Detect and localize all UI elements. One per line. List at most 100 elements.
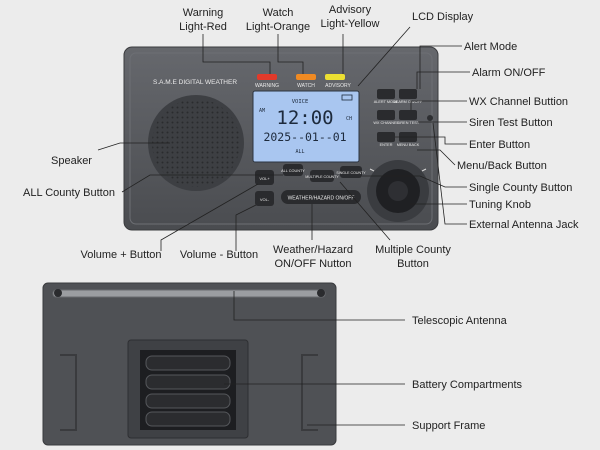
wx-hazard-label: WEATHER/HAZARD ON/OFF [288,196,355,202]
watch-leader [277,34,304,74]
speaker-grille [152,99,240,187]
alarm-button[interactable] [399,89,417,99]
antenna-jack [427,115,433,121]
siren-test-button[interactable] [399,110,417,120]
tuning-knob-center [388,181,408,201]
speaker-callout: Speaker [51,155,92,167]
all-county-button[interactable] [283,164,303,176]
advisory-light [325,74,345,80]
lcd-date: 2025--01--01 [263,130,346,144]
radio-bezel [129,52,433,225]
alarm-leader [416,71,470,89]
wx-hazard-button[interactable] [281,190,361,204]
wx-channel-button[interactable] [377,110,395,120]
alert-mode-callout: Alert Mode [464,41,517,53]
volume-minus-button[interactable] [255,191,274,206]
volume-plus-button[interactable] [255,170,274,185]
single-county-callout: Single County Button [469,182,572,194]
warning-light-label: WARNING [255,83,279,89]
siren-test-label: SIREN TEST [397,121,420,125]
telescopic-antenna [52,289,326,298]
battery-cell [145,393,231,409]
multiple-county-callout-1: Multiple County [375,244,451,256]
radio-front: S.A.M.E DIGITAL WEATHER WARNING WATCH AD… [123,46,439,231]
antenna-jack-leader [432,122,467,225]
wx-hazard-callout-2: ON/OFF Nutton [274,258,351,270]
right-buttons: ALERT MODE ALARM ON/OFF WX CHANNEL SIREN… [373,89,423,147]
volume-minus-label: VOL- [260,197,270,202]
brand-strip: S.A.M.E DIGITAL WEATHER [153,79,237,86]
warning-leader [202,34,271,74]
multiple-county-leader [339,181,391,241]
multiple-county-label: MULTIPLE COUNTY [305,175,339,179]
watch-light-label: WATCH [297,83,315,89]
volume-plus-leader [160,183,259,251]
tuning-arrows-icon [369,168,427,172]
tuning-knob[interactable] [367,160,429,222]
lcd-am: AM [259,108,265,114]
support-frame-left [60,354,77,431]
wx-channel-callout: WX Channel Buttion [469,96,568,108]
warning-light [257,74,277,80]
watch-callout-2: Light-Orange [246,21,310,33]
single-county-leader [362,175,467,188]
lcd-ch: CH [346,116,352,122]
all-county-label: ALL COUNTY [281,169,305,173]
volume-minus-leader [235,204,257,251]
watch-callout-1: Watch [263,7,294,19]
antenna-callout: Telescopic Antenna [412,315,508,327]
all-county-leader [121,174,283,193]
lcd-leader [357,26,411,87]
siren-callout: Siren Test Button [469,117,553,129]
warning-callout-2: Light-Red [179,21,227,33]
antenna-jack-callout: External Antenna Jack [469,219,579,231]
lcd-all: ALL [295,149,304,155]
alert-mode-leader [419,45,462,89]
volume-plus-label: VOL+ [259,176,270,181]
single-county-button[interactable] [340,166,362,178]
lcd-display: VOICE AM 12:00 CH 2025--01--01 ALL [252,90,360,163]
battery-indicator-icon [341,94,353,101]
warning-callout-1: Warning [183,7,224,19]
alarm-callout: Alarm ON/OFF [472,67,546,79]
lcd-voice: VOICE [292,99,309,105]
lcd-time: 12:00 [276,107,333,129]
tuning-callout: Tuning Knob [469,199,531,211]
radio-back [42,282,337,446]
antenna-pivot-right [317,289,325,297]
enter-button[interactable] [377,132,395,142]
alert-mode-label: ALERT MODE [374,100,399,104]
battery-cell [145,355,231,371]
speaker-leader [97,142,170,151]
multiple-county-button[interactable] [310,170,334,182]
callout-lines [97,26,470,251]
antenna-pivot-left [54,289,62,297]
callout-labels: Warning Light-Red Watch Light-Orange Adv… [23,4,579,270]
alert-mode-button[interactable] [377,89,395,99]
lcd-screen [252,90,360,163]
menu-back-callout: Menu/Back Button [457,160,547,172]
support-frame-right [301,354,318,431]
wx-channel-label: WX CHANNEL [373,121,398,125]
battery-cell [145,374,231,390]
volume-buttons: VOL+ VOL- [255,170,274,206]
all-county-callout: ALL County Button [23,187,115,199]
antenna-leader [233,291,405,321]
battery-cell [145,411,231,427]
support-frame-callout: Support Frame [412,420,485,432]
advisory-callout-1: Advisory [329,4,372,16]
enter-callout: Enter Button [469,139,530,151]
county-buttons: ALL COUNTY MULTIPLE COUNTY SINGLE COUNTY [281,164,366,182]
advisory-light-label: ADVISORY [325,83,351,89]
enter-leader [395,136,467,145]
menu-back-label: MENU BACK [397,143,420,147]
battery-callout: Battery Compartments [412,379,523,391]
multiple-county-callout-2: Button [397,258,429,270]
menu-back-leader [417,149,456,166]
volume-minus-callout: Volume - Button [180,249,258,261]
watch-light [296,74,316,80]
wx-hazard-callout-1: Weather/Hazard [273,244,353,256]
alert-lights: WARNING WATCH ADVISORY [255,74,352,89]
